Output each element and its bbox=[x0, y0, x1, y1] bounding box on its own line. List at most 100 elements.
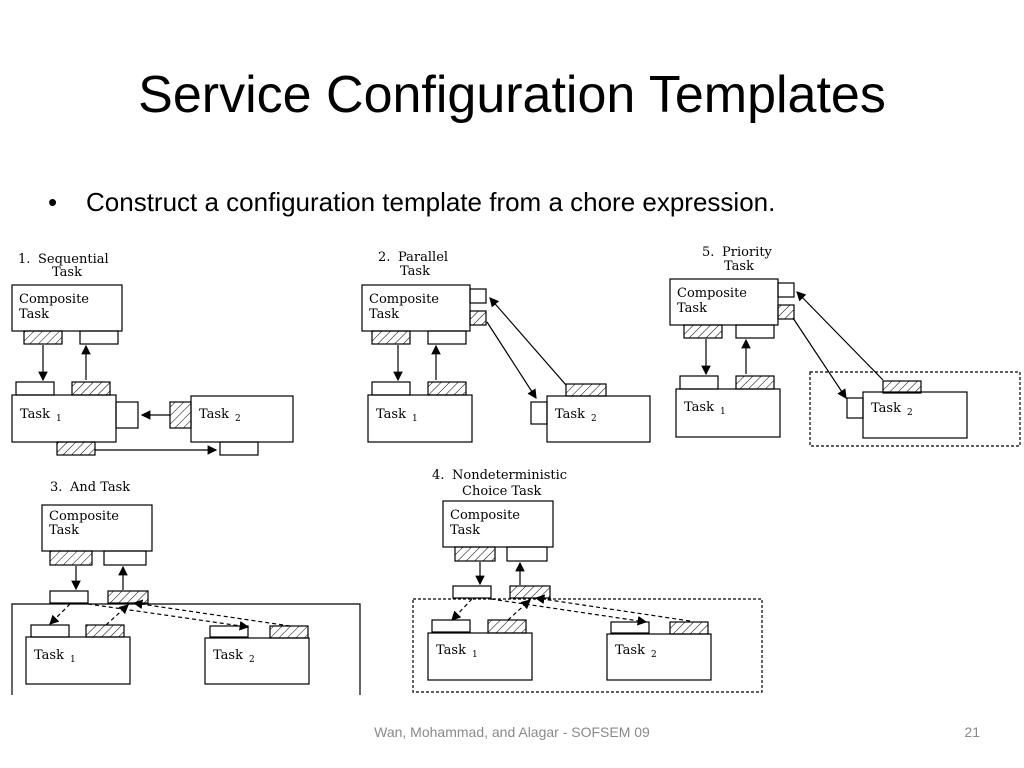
panel-title-line2: Task bbox=[724, 259, 754, 274]
and-region bbox=[11, 603, 361, 695]
hatched-port bbox=[269, 625, 309, 639]
composite-label: Composite bbox=[677, 286, 747, 301]
composite-task-box bbox=[11, 284, 123, 332]
port bbox=[427, 330, 467, 345]
bullet-text: Construct a configuration template from … bbox=[86, 187, 776, 217]
panel-number: 1. bbox=[18, 252, 30, 267]
task2-box bbox=[606, 633, 712, 681]
task2-box bbox=[862, 391, 968, 439]
port bbox=[506, 546, 548, 562]
hatched-port bbox=[735, 375, 775, 390]
task1-box bbox=[427, 632, 533, 681]
panel-number: 3. bbox=[50, 480, 62, 495]
slide-number: 21 bbox=[964, 724, 980, 740]
panel-title-line2: Choice Task bbox=[462, 484, 541, 499]
port bbox=[452, 585, 492, 599]
task1-label: Task bbox=[376, 407, 406, 422]
hatched-port bbox=[469, 310, 487, 326]
port bbox=[103, 550, 147, 566]
task2-label: Task bbox=[615, 643, 645, 658]
panel-parallel: 2. Parallel Task Composite Task Task 1 T… bbox=[361, 250, 651, 443]
task1-label: Task bbox=[34, 648, 64, 663]
panel-number: 5. bbox=[702, 245, 714, 260]
priority-region bbox=[809, 371, 1021, 447]
panel-title: Sequential bbox=[38, 252, 109, 267]
panel-title-line2: Task bbox=[52, 265, 82, 280]
composite-label: Composite bbox=[450, 508, 520, 523]
hatched-port bbox=[23, 330, 63, 345]
hatched-port bbox=[509, 585, 551, 599]
port bbox=[371, 381, 411, 396]
hatched-port bbox=[487, 619, 527, 634]
slide-title: Service Configuration Templates bbox=[138, 66, 886, 124]
port bbox=[115, 401, 139, 429]
hatched-port bbox=[371, 330, 411, 345]
task-subscript: 1 bbox=[56, 414, 62, 424]
composite-label: Task bbox=[19, 307, 49, 322]
composite-label: Task bbox=[369, 307, 399, 322]
bullet-item: • Construct a configuration template from… bbox=[48, 184, 775, 220]
composite-label: Task bbox=[450, 523, 480, 538]
port bbox=[610, 621, 650, 634]
port bbox=[79, 330, 119, 345]
task-subscript: 1 bbox=[70, 655, 76, 665]
port bbox=[30, 624, 70, 638]
composite-task-box bbox=[361, 284, 471, 332]
hatched-port bbox=[454, 546, 496, 562]
port bbox=[15, 381, 55, 396]
task1-box bbox=[367, 394, 473, 443]
task-subscript: 2 bbox=[235, 414, 241, 424]
panel-sequential: 1. Sequential Task Composite Task Task 1… bbox=[11, 252, 294, 456]
panel-title: Parallel bbox=[398, 250, 448, 265]
task2-label: Task bbox=[555, 407, 585, 422]
port bbox=[735, 324, 775, 339]
task-subscript: 2 bbox=[249, 655, 255, 665]
bullet-marker: • bbox=[48, 187, 58, 217]
hatched-port bbox=[565, 383, 607, 397]
hatched-port bbox=[777, 304, 795, 320]
task2-label: Task bbox=[871, 401, 901, 416]
port bbox=[209, 625, 249, 638]
port bbox=[431, 619, 471, 633]
hatched-port bbox=[49, 550, 93, 566]
panel-priority: 5. Priority Task Composite Task Task 1 T… bbox=[669, 245, 1021, 447]
panel-title: Priority bbox=[722, 245, 773, 260]
composite-label: Task bbox=[677, 301, 707, 316]
panel-number: 2. bbox=[378, 250, 390, 265]
hatched-port bbox=[169, 401, 192, 429]
hatched-port bbox=[56, 441, 96, 456]
port bbox=[679, 375, 719, 390]
port bbox=[469, 288, 487, 304]
task-subscript: 1 bbox=[472, 650, 478, 660]
composite-task-box bbox=[669, 278, 779, 326]
composite-task-box bbox=[41, 504, 153, 552]
task-subscript: 2 bbox=[591, 414, 597, 424]
port bbox=[777, 282, 795, 298]
composite-task-box bbox=[442, 500, 554, 548]
slide-footer: Wan, Mohammad, and Alagar - SOFSEM 09 bbox=[374, 724, 650, 740]
task-subscript: 1 bbox=[720, 407, 726, 417]
composite-label: Composite bbox=[49, 509, 119, 524]
hatched-port bbox=[107, 590, 149, 604]
panel-title-line2: Task bbox=[400, 264, 430, 279]
task1-label: Task bbox=[436, 643, 466, 658]
hatched-port bbox=[427, 381, 467, 396]
panel-nondeterministic: 4. Nondeterministic Choice Task Composit… bbox=[412, 468, 763, 693]
hatched-port bbox=[882, 380, 922, 394]
composite-label: Composite bbox=[369, 292, 439, 307]
task-subscript: 2 bbox=[651, 650, 657, 660]
task-subscript: 2 bbox=[907, 408, 913, 418]
task2-label: Task bbox=[199, 407, 229, 422]
port bbox=[219, 441, 259, 456]
task1-box bbox=[25, 636, 131, 685]
task-subscript: 1 bbox=[412, 414, 418, 424]
task2-label: Task bbox=[213, 648, 243, 663]
task1-label: Task bbox=[684, 400, 714, 415]
hatched-port bbox=[669, 621, 709, 635]
task2-box bbox=[204, 637, 310, 685]
hatched-port bbox=[85, 624, 125, 638]
hatched-port bbox=[683, 324, 723, 339]
panel-and: 3. And Task Composite Task Task 1 bbox=[11, 480, 361, 695]
task2-box bbox=[546, 395, 651, 443]
